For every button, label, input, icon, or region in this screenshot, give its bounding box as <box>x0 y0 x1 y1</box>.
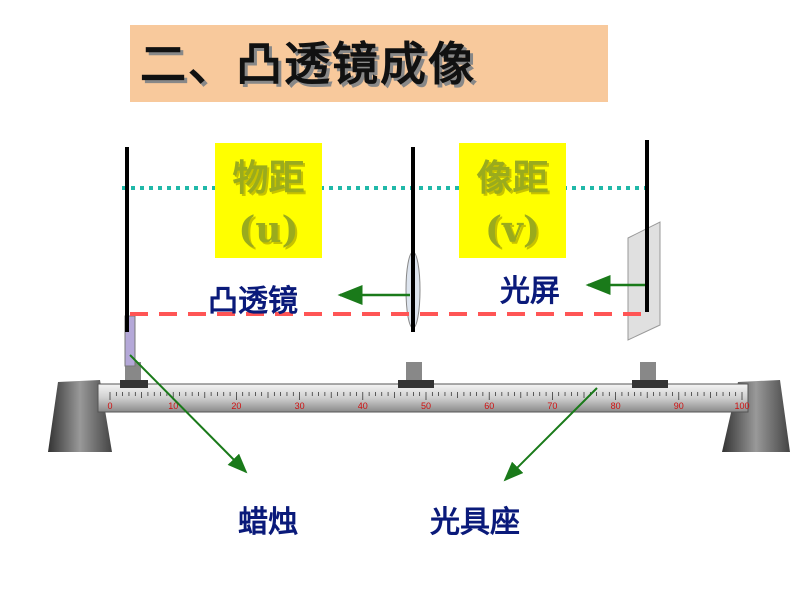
ruler-tick-label: 60 <box>484 401 494 411</box>
light-screen <box>627 221 661 341</box>
candle-arrow <box>129 354 248 474</box>
screen-holder <box>632 362 668 388</box>
ruler-tick-label: 70 <box>547 401 557 411</box>
object-distance-label: 物距 <box>232 157 305 199</box>
object-distance-box <box>215 143 322 258</box>
candle-label: 蜡烛 <box>238 505 298 540</box>
bench-left-leg <box>48 380 112 452</box>
ruler-tick-label: 100 <box>734 401 749 411</box>
lens-label: 凸透镜 <box>208 284 298 319</box>
title-background <box>130 25 608 102</box>
image-distance-symbol: (v) <box>485 209 540 251</box>
candle-holder <box>120 362 148 388</box>
slide-title: 二、凸透镜成像 <box>140 37 476 91</box>
bench-label: 光具座 <box>430 505 520 540</box>
ruler-tick-label: 20 <box>231 401 241 411</box>
object-distance-symbol: (u) <box>238 209 299 251</box>
ruler-tick-label: 50 <box>421 401 431 411</box>
ruler-tick-label: 90 <box>674 401 684 411</box>
ruler-tick-label: 0 <box>107 401 112 411</box>
lens-holder <box>398 362 434 388</box>
screen-label: 光屏 <box>500 274 560 309</box>
ruler-tick-label: 10 <box>168 401 178 411</box>
ruler-tick-label: 80 <box>611 401 621 411</box>
bench-arrow <box>503 387 598 482</box>
ruler-tick-label: 40 <box>358 401 368 411</box>
image-distance-box <box>459 143 566 258</box>
ruler-tick-label: 30 <box>295 401 305 411</box>
image-distance-label: 像距 <box>476 157 549 199</box>
ruler-ticks: 0 10 20 30 40 50 60 70 80 90 100 <box>107 392 750 411</box>
